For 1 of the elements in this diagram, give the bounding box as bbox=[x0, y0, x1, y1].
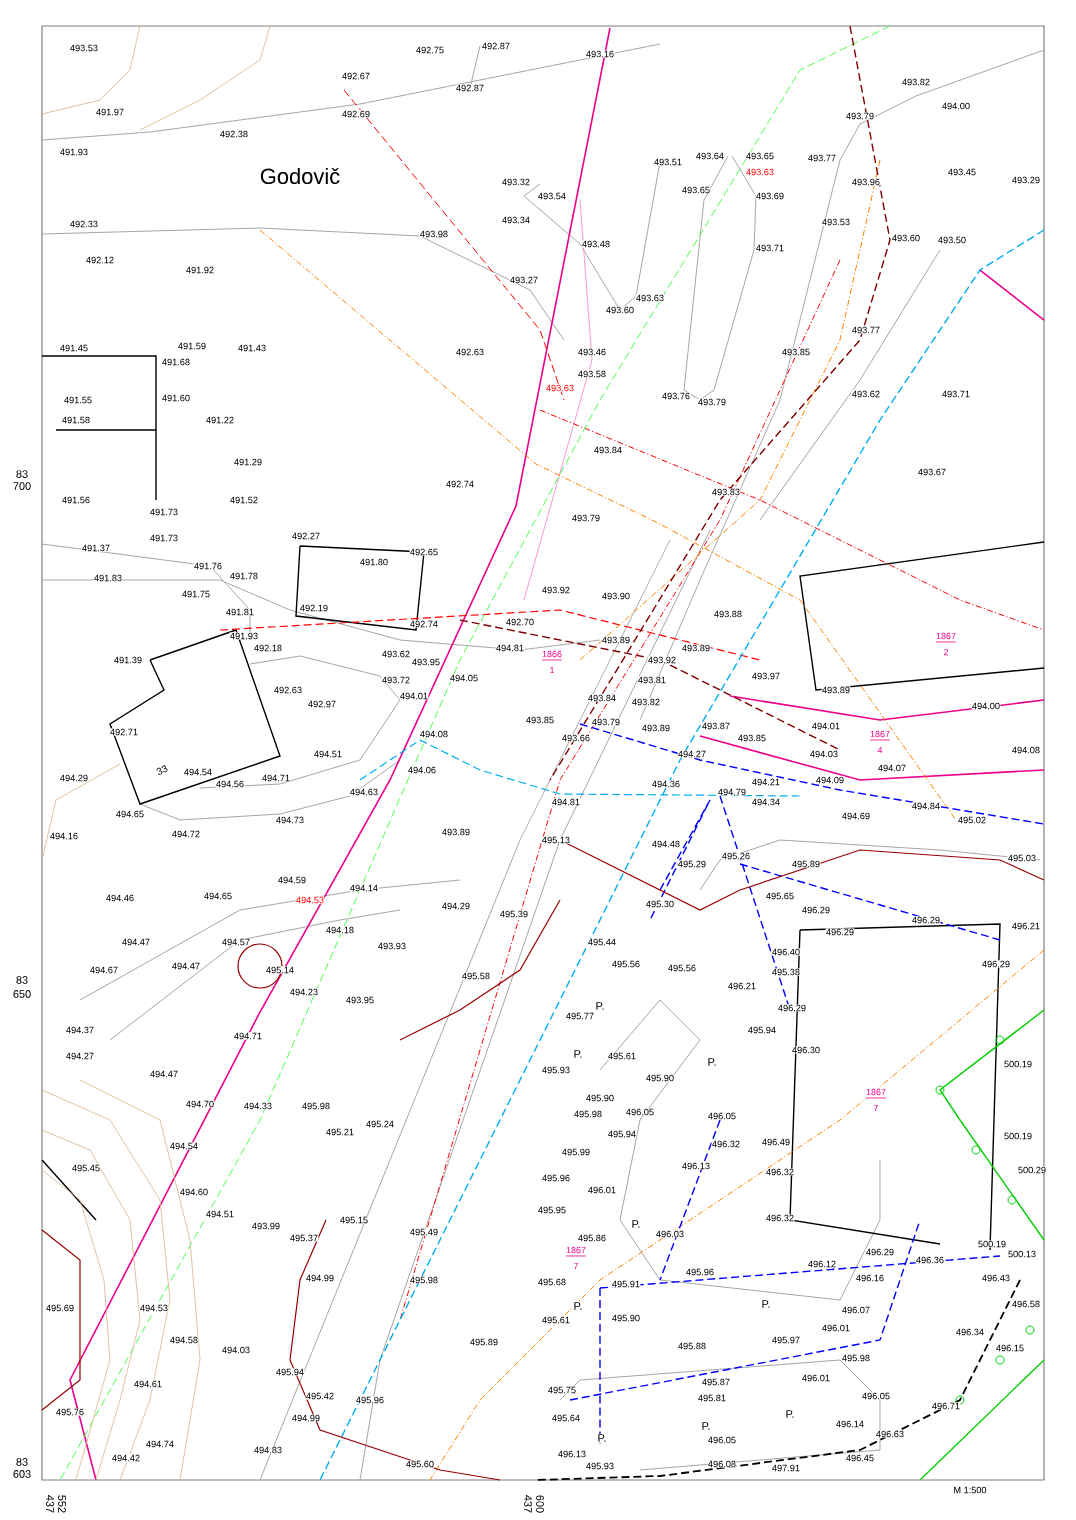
place-name: Godovič bbox=[259, 167, 341, 185]
